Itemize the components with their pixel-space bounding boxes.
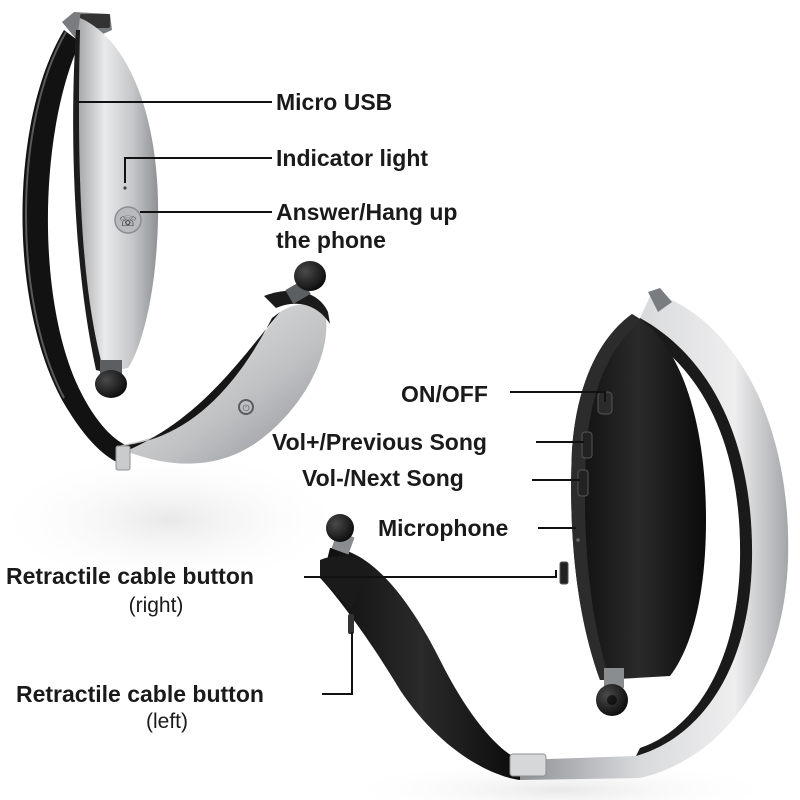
leader-retract-right bbox=[304, 570, 557, 578]
earbud-icon bbox=[596, 668, 628, 716]
indicator-light-dot bbox=[123, 186, 127, 190]
left-headset: ☏ ⏻ bbox=[22, 12, 330, 471]
retract-right-button bbox=[559, 561, 569, 585]
earbud-icon bbox=[326, 514, 355, 555]
vol-plus-button bbox=[581, 431, 593, 459]
leader-on-off bbox=[510, 391, 606, 402]
earbud-icon bbox=[95, 360, 127, 398]
left-neckband bbox=[22, 30, 128, 466]
earbud-icon bbox=[285, 261, 326, 304]
left-upper-pod bbox=[76, 18, 159, 372]
label-retract-right-line2: (right) bbox=[128, 594, 184, 617]
label-vol-minus: Vol-/Next Song bbox=[302, 465, 464, 491]
leader-indicator-light bbox=[124, 157, 272, 183]
label-indicator-light: Indicator light bbox=[276, 145, 429, 171]
left-floor-reflection bbox=[0, 450, 350, 590]
label-micro-usb: Micro USB bbox=[276, 89, 393, 115]
microphone-hole bbox=[576, 538, 580, 542]
left-lower-arm bbox=[118, 304, 327, 464]
label-on-off: ON/OFF bbox=[401, 381, 488, 407]
leader-retract-left bbox=[322, 632, 353, 695]
power-icon: ⏻ bbox=[242, 403, 249, 414]
label-retract-right-line1: Retractile cable button bbox=[6, 563, 254, 589]
right-lower-arm bbox=[322, 548, 520, 780]
label-retract-left-line2: (left) bbox=[146, 710, 188, 733]
right-floor-reflection bbox=[340, 760, 780, 800]
label-vol-plus: Vol+/Previous Song bbox=[272, 429, 487, 455]
label-retract-left-line1: Retractile cable button bbox=[16, 681, 264, 707]
label-microphone: Microphone bbox=[378, 515, 509, 541]
phone-icon: ☏ bbox=[119, 214, 137, 230]
label-answer-line2: the phone bbox=[276, 227, 386, 253]
right-headset bbox=[320, 288, 789, 780]
leader-lines bbox=[78, 101, 606, 695]
label-answer-line1: Answer/Hang up bbox=[276, 199, 458, 225]
vol-minus-button bbox=[577, 469, 589, 497]
